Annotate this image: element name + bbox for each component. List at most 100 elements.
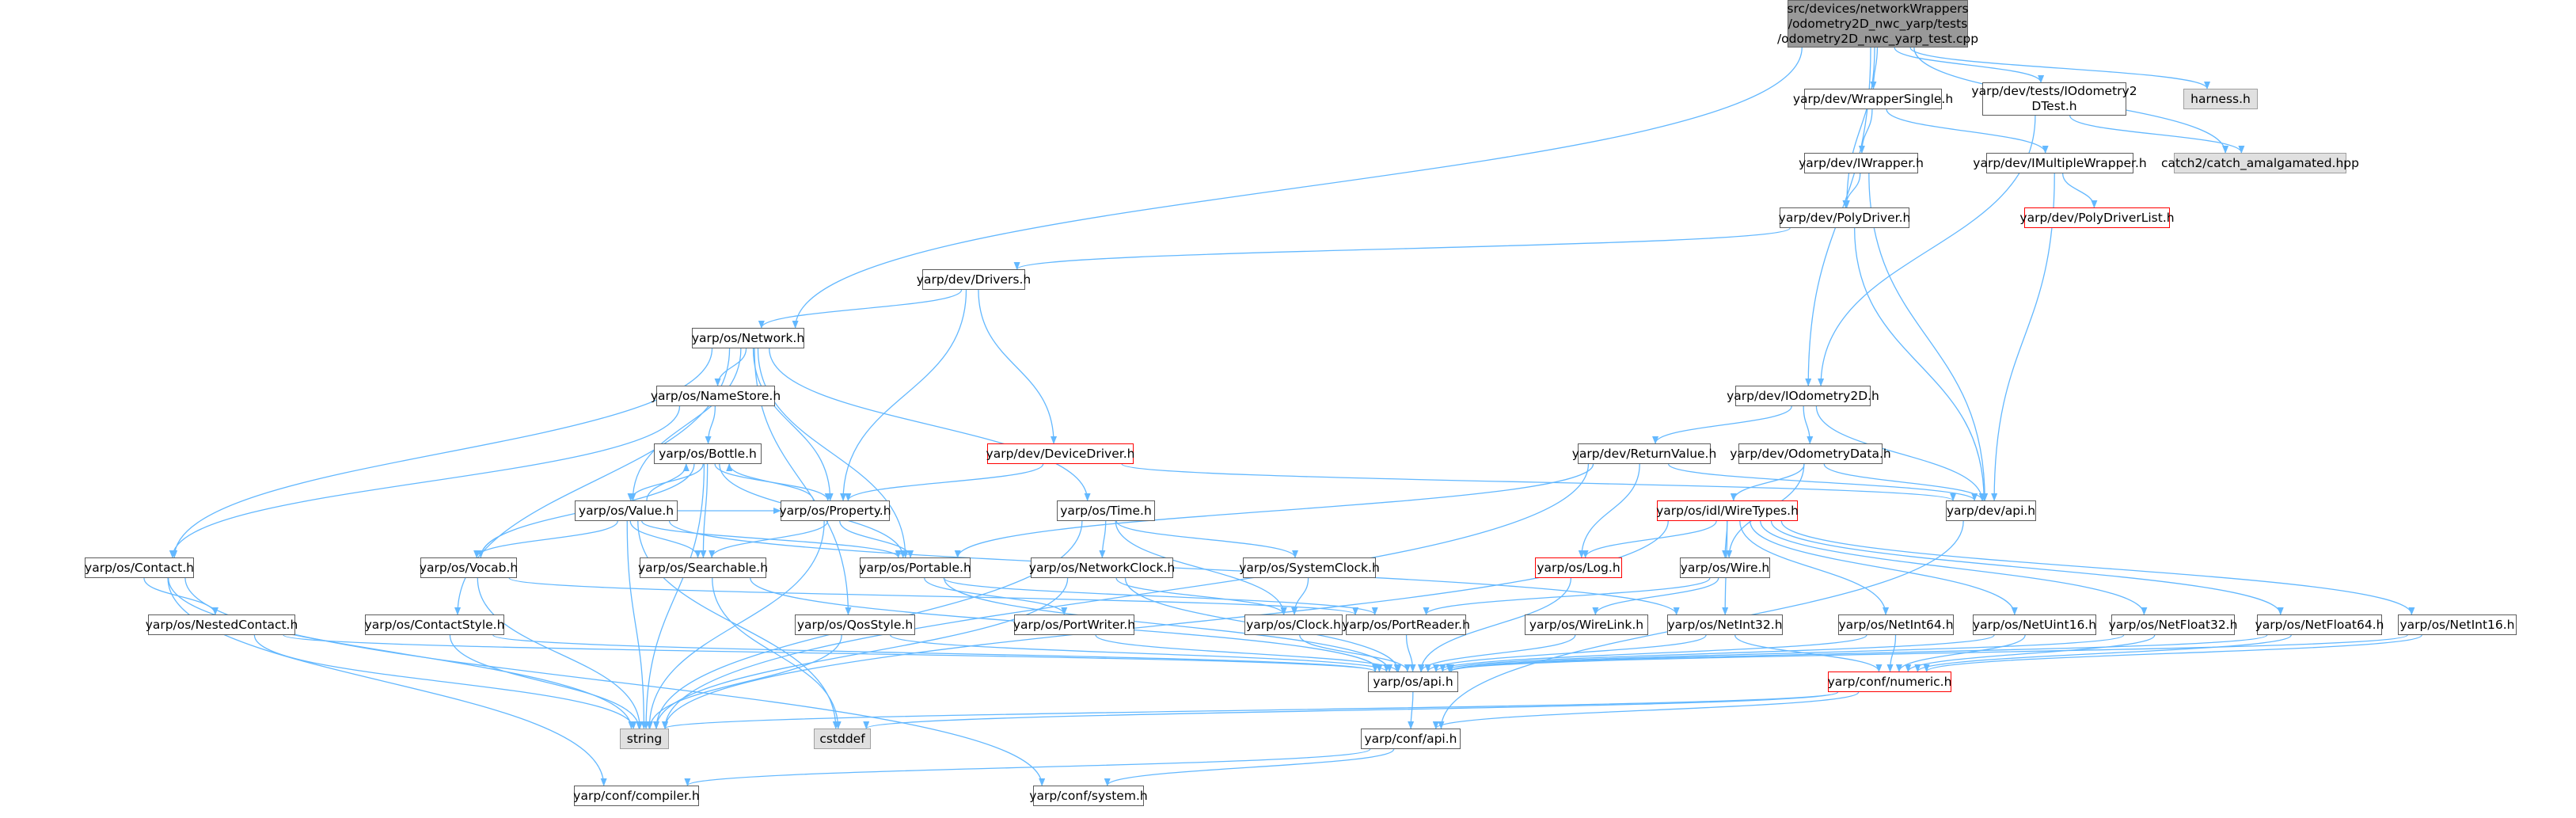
edge-wrapperSingle-to-imultiWrapper [1886, 108, 2049, 154]
edge-nestedContact-to-string [253, 634, 637, 729]
edge-polyDriver-to-drivers [1013, 227, 1791, 270]
edge-iwrapper-to-devApi [1868, 173, 1989, 501]
node-netInt64[interactable]: yarp/os/NetInt64.h [1838, 614, 1954, 635]
node-wireLink[interactable]: yarp/os/WireLink.h [1525, 614, 1648, 635]
node-vocab[interactable]: yarp/os/Vocab.h [420, 557, 518, 578]
node-returnValue[interactable]: yarp/dev/ReturnValue.h [1572, 443, 1716, 464]
edge-deviceDriver-to-property [845, 463, 1044, 501]
node-systemClock[interactable]: yarp/os/SystemClock.h [1239, 557, 1380, 578]
edge-time-to-networkClock [1099, 520, 1107, 558]
edge-root-to-polyDriver [1843, 47, 1875, 208]
edge-systemClock-to-clock [1291, 577, 1309, 615]
node-iodomTest[interactable]: yarp/dev/tests/IOdometry2 DTest.h [1971, 82, 2137, 116]
node-confApi[interactable]: yarp/conf/api.h [1361, 729, 1461, 749]
node-root[interactable]: src/devices/networkWrappers /odometry2D_… [1777, 0, 1978, 48]
node-nestedContact[interactable]: yarp/os/NestedContact.h [146, 614, 298, 635]
node-searchable[interactable]: yarp/os/Searchable.h [638, 557, 768, 578]
node-wire[interactable]: yarp/os/Wire.h [1680, 557, 1770, 578]
node-netInt16[interactable]: yarp/os/NetInt16.h [2398, 614, 2517, 635]
node-qosStyle[interactable]: yarp/os/QosStyle.h [795, 614, 915, 635]
edge-contact-to-system [184, 577, 1046, 786]
edge-numeric-to-confApi [1432, 691, 1860, 729]
node-odometryData[interactable]: yarp/dev/OdometryData.h [1730, 443, 1891, 464]
node-network[interactable]: yarp/os/Network.h [692, 328, 804, 348]
edge-iodometry2d-to-devApi [1815, 405, 1985, 501]
node-iodometry2d[interactable]: yarp/dev/IOdometry2D.h [1727, 386, 1879, 406]
edge-netInt64-to-numeric [1886, 634, 1897, 672]
node-wireTypes[interactable]: yarp/os/idl/WireTypes.h [1656, 500, 1799, 521]
node-networkClock[interactable]: yarp/os/NetworkClock.h [1029, 557, 1175, 578]
node-system[interactable]: yarp/conf/system.h [1029, 786, 1148, 806]
edge-value-to-string [626, 520, 648, 729]
edge-returnValue-to-log [1578, 463, 1640, 558]
node-imultiWrapper[interactable]: yarp/dev/IMultipleWrapper.h [1973, 153, 2147, 173]
node-netFloat64[interactable]: yarp/os/NetFloat64.h [2255, 614, 2384, 635]
node-cstddef: cstddef [814, 729, 871, 749]
node-netUint16[interactable]: yarp/os/NetUint16.h [1973, 614, 2096, 635]
node-compiler[interactable]: yarp/conf/compiler.h [573, 786, 700, 806]
node-wrapperSingle[interactable]: yarp/dev/WrapperSingle.h [1793, 89, 1953, 109]
edge-network-to-time [769, 348, 1091, 501]
edge-wireTypes-to-log [1582, 520, 1717, 558]
edge-deviceDriver-to-devApi [1121, 463, 1956, 501]
edge-polyDriver-to-devApi [1853, 227, 1988, 501]
edge-contact-to-compiler [167, 577, 607, 786]
edge-contactStyle-to-osApi [492, 634, 1378, 672]
edge-qosStyle-to-string [646, 634, 842, 729]
edge-numeric-to-cstddef [863, 691, 1839, 729]
edge-netFloat32-to-osApi [1446, 634, 2125, 672]
edge-odometryData-to-wireTypes [1730, 463, 1805, 501]
node-contactStyle[interactable]: yarp/os/ContactStyle.h [365, 614, 504, 635]
node-deviceDriver[interactable]: yarp/dev/DeviceDriver.h [986, 443, 1134, 464]
edge-portable-to-portReader [943, 577, 1378, 615]
edge-nameStore-to-contact [169, 405, 681, 558]
node-polyDriverList[interactable]: yarp/dev/PolyDriverList.h [2019, 207, 2175, 228]
node-portWriter[interactable]: yarp/os/PortWriter.h [1013, 614, 1135, 635]
edge-wrapperSingle-to-iwrapper [1858, 108, 1873, 154]
node-devApi[interactable]: yarp/dev/api.h [1946, 500, 2036, 521]
edge-iodometry2d-to-odometryData [1803, 405, 1814, 444]
edge-portable-to-portWriter [924, 577, 1068, 615]
edge-wireTypes-to-netUint16 [1750, 520, 2018, 615]
node-log[interactable]: yarp/os/Log.h [1535, 557, 1622, 578]
node-numeric[interactable]: yarp/conf/numeric.h [1828, 672, 1951, 692]
node-polyDriver[interactable]: yarp/dev/PolyDriver.h [1779, 207, 1910, 228]
node-property[interactable]: yarp/os/Property.h [780, 500, 891, 521]
edge-drivers-to-deviceDriver [978, 289, 1058, 444]
edge-clock-to-osApi [1299, 634, 1411, 672]
edge-returnValue-to-devApi [1668, 463, 1978, 501]
node-iwrapper[interactable]: yarp/dev/IWrapper.h [1799, 153, 1924, 173]
node-netFloat32[interactable]: yarp/os/NetFloat32.h [2109, 614, 2237, 635]
node-clock[interactable]: yarp/os/Clock.h [1244, 614, 1343, 635]
edge-portable-to-osApi [944, 577, 1393, 672]
edge-root-to-wrapperSingle [1870, 47, 1879, 89]
edge-wireTypes-to-netFloat32 [1760, 520, 2148, 615]
edge-property-to-portable [839, 520, 914, 558]
node-portReader[interactable]: yarp/os/PortReader.h [1342, 614, 1470, 635]
node-value[interactable]: yarp/os/Value.h [575, 500, 678, 521]
node-portable[interactable]: yarp/os/Portable.h [859, 557, 971, 578]
node-time[interactable]: yarp/os/Time.h [1057, 500, 1155, 521]
edge-netFloat64-to-osApi [1448, 634, 2268, 672]
node-drivers[interactable]: yarp/dev/Drivers.h [917, 269, 1031, 290]
edge-networkClock-to-string [652, 577, 1069, 729]
edge-netInt64-to-osApi [1433, 634, 1867, 672]
node-contact[interactable]: yarp/os/Contact.h [85, 557, 194, 578]
node-osApi[interactable]: yarp/os/api.h [1368, 672, 1458, 692]
edge-root-to-network [792, 47, 1803, 329]
node-nameStore[interactable]: yarp/os/NameStore.h [651, 386, 781, 406]
edge-wire-to-wireLink [1592, 577, 1719, 615]
node-string: string [620, 729, 669, 749]
edge-drivers-to-network [758, 289, 963, 329]
edge-wireTypes-to-netInt16 [1780, 520, 2415, 615]
edge-vocab-to-portReader [508, 577, 1358, 615]
node-netInt32[interactable]: yarp/os/NetInt32.h [1667, 614, 1783, 635]
edge-wireTypes-to-netInt64 [1739, 520, 1890, 615]
edge-netInt16-to-osApi [1448, 634, 2408, 672]
node-bottle[interactable]: yarp/os/Bottle.h [654, 443, 762, 464]
edge-root-to-iodomTest [1894, 47, 2045, 83]
edge-property-to-string [646, 520, 825, 729]
edge-property-to-bottle [726, 463, 815, 501]
edge-network-to-value [629, 348, 742, 501]
edge-netInt32-to-numeric [1734, 634, 1883, 672]
